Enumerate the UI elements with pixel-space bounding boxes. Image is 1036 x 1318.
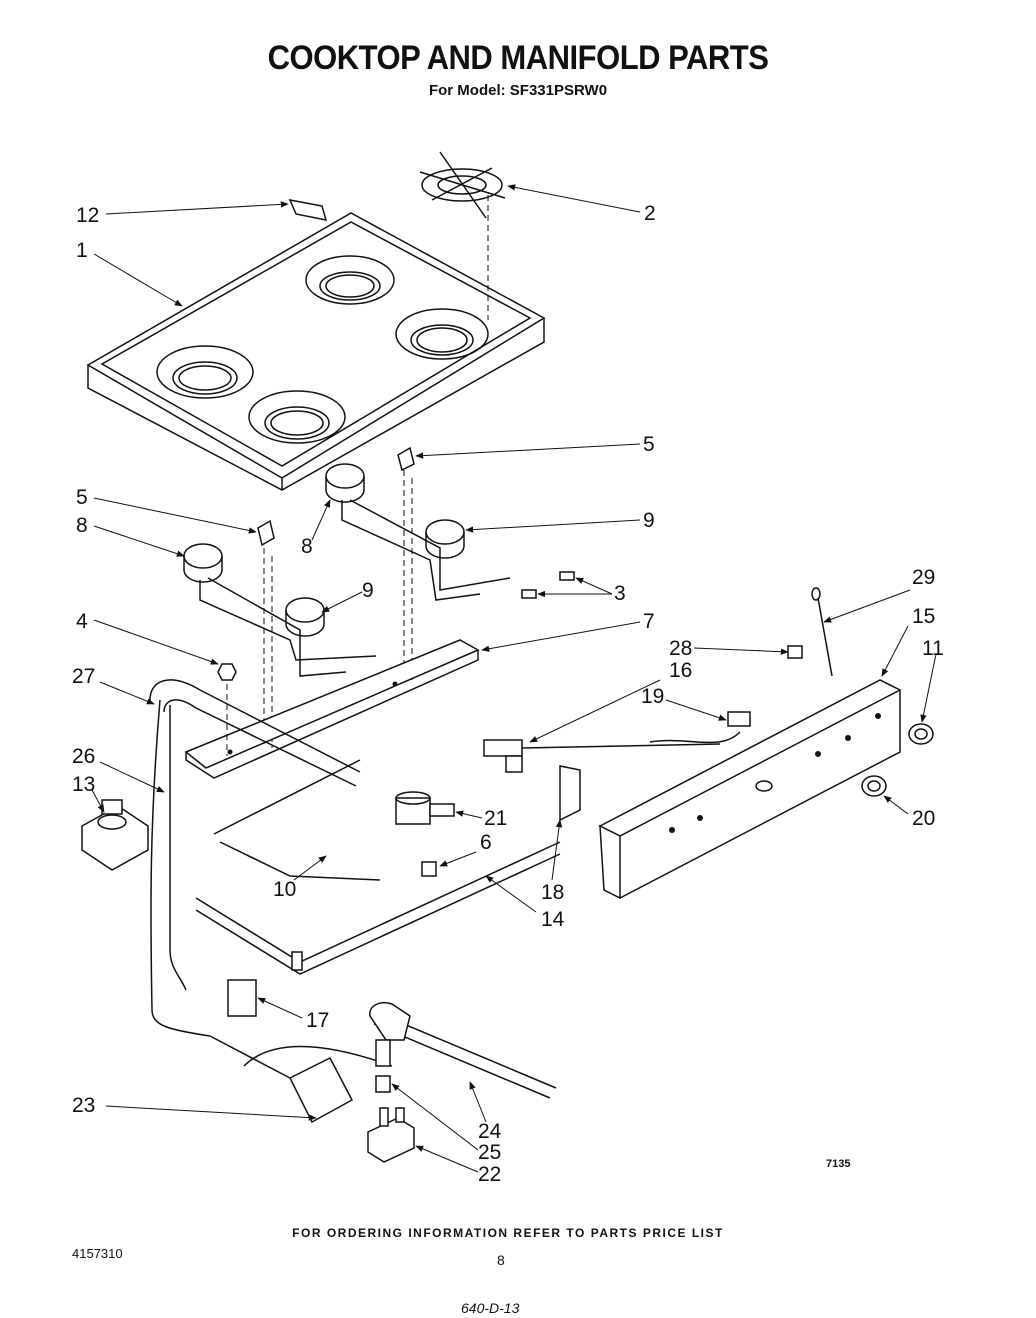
callout-13: 13 [72,773,96,796]
callout-18: 18 [541,881,565,904]
cooktop-clip [288,199,328,221]
leader-lines [91,184,937,1173]
callout-7: 7 [643,610,655,633]
model-subtitle: For Model: SF331PSRW0 [428,82,608,99]
burner-assembly-rear [325,463,511,680]
callout-27: 27 [72,665,96,688]
figure-number: 7135 [826,1158,851,1170]
cooktop-panel [86,212,546,491]
control-knob [908,723,934,745]
callout-9: 9 [362,579,374,602]
wire [817,597,833,677]
callout-3: 3 [614,582,626,605]
spark-switch [727,711,751,727]
callout-26: 26 [72,745,96,768]
callout-9: 9 [643,509,655,532]
manifold-bracket [184,639,480,779]
gas-tube [149,679,361,1037]
burner-clip [257,519,275,547]
handwritten-note: 640-D-13 [461,1300,520,1316]
callout-17: 17 [306,1009,330,1032]
pressure-regulator [81,799,149,871]
callout-14: 14 [541,908,565,931]
callout-8: 8 [301,535,313,558]
mounting-bracket [227,979,257,1017]
callout-28: 28 [669,637,693,660]
control-knob [861,775,887,797]
callout-1: 1 [76,239,88,262]
callout-15: 15 [912,605,936,628]
callout-20: 20 [912,807,936,830]
callout-24: 24 [478,1120,502,1143]
ordering-note: FOR ORDERING INFORMATION REFER TO PARTS … [292,1226,724,1240]
burner-clip [397,446,415,472]
oven-valve [367,1107,415,1163]
burner-opening [248,390,346,444]
document-number: 4157310 [72,1246,123,1261]
callout-6: 6 [480,831,492,854]
page-number: 8 [497,1252,505,1268]
callout-8: 8 [76,514,88,537]
callout-2: 2 [644,202,656,225]
callout-23: 23 [72,1094,96,1117]
callout-10: 10 [273,878,297,901]
hex-nut [217,663,237,681]
callout-5: 5 [76,486,88,509]
burner-opening [395,308,489,360]
burner-opening [156,345,254,399]
switch-wire [649,731,741,744]
callout-25: 25 [478,1141,502,1164]
callout-5: 5 [643,433,655,456]
callout-19: 19 [641,685,665,708]
manifold-panel [598,679,902,900]
callout-29: 29 [912,566,936,589]
safety-valve [395,791,455,877]
spark-electrode [209,1035,393,1124]
orifice-fitting [375,1075,391,1093]
callout-4: 4 [76,610,88,633]
burner-valve [483,739,721,773]
callout-11: 11 [922,637,944,660]
callout-21: 21 [484,807,508,830]
burner-grate [419,151,506,320]
valve-bracket [559,765,581,822]
screw [787,645,803,659]
callout-22: 22 [478,1163,502,1186]
burner-opening [305,255,395,305]
oven-burner-tube [369,1002,557,1099]
callout-12: 12 [76,204,100,227]
page-title: COOKTOP AND MANIFOLD PARTS [267,38,769,77]
burner-assembly-front [183,543,377,748]
callout-16: 16 [669,659,693,682]
ignition-tube [213,759,381,881]
manifold-pipe [195,841,561,975]
orifice-hood [521,571,575,599]
